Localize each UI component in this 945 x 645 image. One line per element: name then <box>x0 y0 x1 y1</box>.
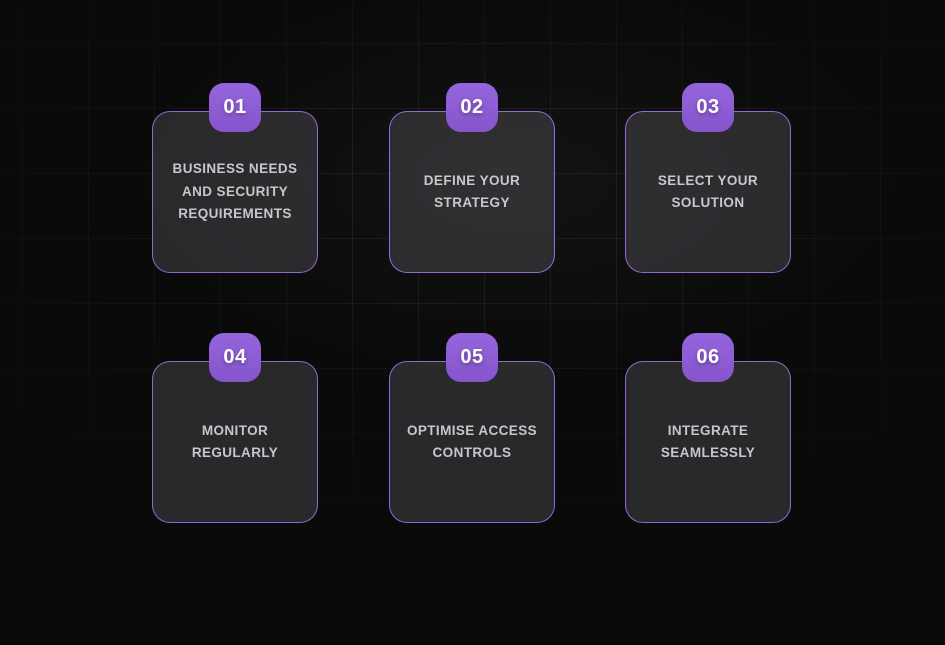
step-number-badge: 05 <box>446 333 498 382</box>
step-label: SELECT YOUR SOLUTION <box>657 172 759 211</box>
step-number-badge: 04 <box>209 333 261 382</box>
step-label: MONITOR REGULARLY <box>191 422 279 461</box>
step-card-5: 05 OPTIMISE ACCESS CONTROLS <box>389 333 555 523</box>
step-card-2: 02 DEFINE YOUR STRATEGY <box>389 83 555 273</box>
step-number-badge: 02 <box>446 83 498 132</box>
step-label: OPTIMISE ACCESS CONTROLS <box>406 422 538 461</box>
step-card-6: 06 INTEGRATE SEAMLESSLY <box>625 333 791 523</box>
step-label: INTEGRATE SEAMLESSLY <box>660 422 756 461</box>
step-card-1: 01 BUSINESS NEEDS AND SECURITY REQUIREME… <box>152 83 318 273</box>
step-label: BUSINESS NEEDS AND SECURITY REQUIREMENTS <box>172 161 298 222</box>
step-label: DEFINE YOUR STRATEGY <box>423 172 521 211</box>
step-number-badge: 03 <box>682 83 734 132</box>
step-number-badge: 06 <box>682 333 734 382</box>
step-card-4: 04 MONITOR REGULARLY <box>152 333 318 523</box>
step-number-badge: 01 <box>209 83 261 132</box>
step-card-3: 03 SELECT YOUR SOLUTION <box>625 83 791 273</box>
